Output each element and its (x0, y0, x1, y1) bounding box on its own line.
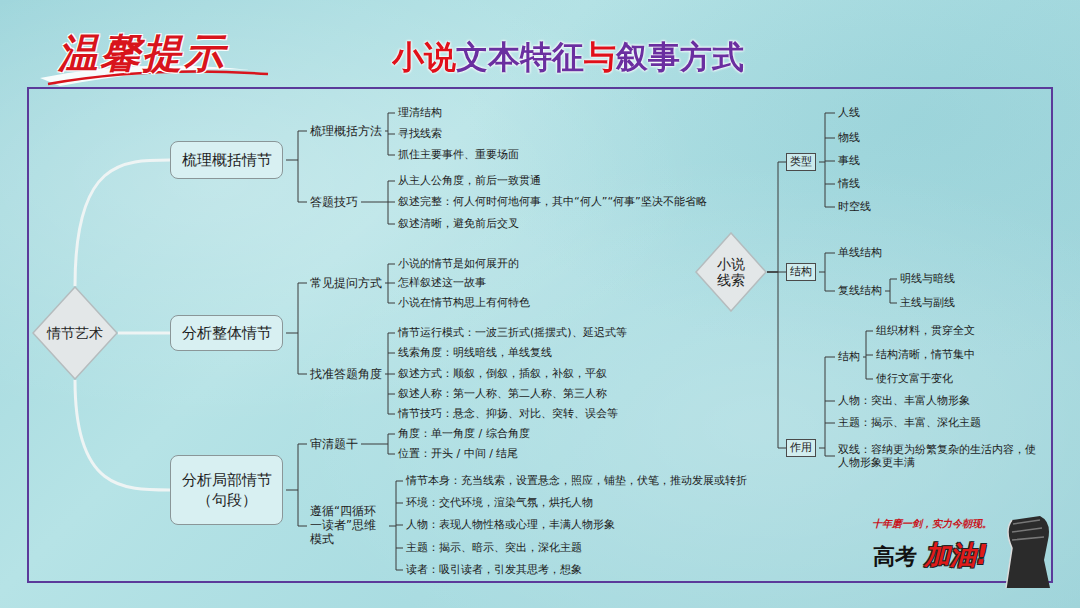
bracket-line (286, 444, 307, 526)
category-tag: 类型 (786, 153, 816, 171)
node-text-group: 分析整体情节 (182, 323, 272, 343)
bracket-line (885, 279, 897, 303)
bracket-line (361, 181, 395, 224)
branch-label: 从主人公角度，前后一致贯通 (398, 174, 541, 187)
branch-label: 主题：揭示、丰富、深化主题 (838, 416, 981, 429)
branch-label: 时空线 (838, 200, 871, 213)
branch-label: 结构清晰，情节集中 (876, 348, 975, 361)
decision-diamond: 小说 线索 (695, 232, 767, 312)
bracket-line (385, 333, 395, 414)
node-label: 分析整体情节 (182, 323, 272, 343)
category-tag: 结构 (786, 263, 816, 281)
branch-label: 单线结构 (838, 246, 882, 259)
branch-label: 线索角度：明线暗线，单线复线 (398, 346, 552, 359)
branch-label: 结构 (838, 350, 860, 363)
branch-label: 叙述人称：第一人称、第二人称、第三人称 (398, 387, 607, 400)
branch-label: 叙述方式：顺叙，倒叙，插叙，补叙，平叙 (398, 367, 607, 380)
branch-label: 读者：吸引读者，引发其思考，想象 (406, 563, 582, 576)
branch-label: 主题：揭示、暗示、突出，深化主题 (406, 541, 582, 554)
branch-label: 理清结构 (398, 106, 442, 119)
branch-label: 位置：开头 / 中间 / 结尾 (398, 447, 518, 460)
node-text-group: 梳理概括情节 (182, 150, 272, 170)
branch-label: 使行文富于变化 (876, 372, 953, 385)
branch-label: 主线与副线 (900, 296, 955, 309)
branch-label: 人物：表现人物性格或心理，丰满人物形象 (406, 518, 615, 531)
branch-label: 情节本身：充当线索，设置悬念，照应，铺垫，伏笔，推动发展或转折 (406, 474, 747, 487)
diamond-shape (696, 233, 766, 311)
bracket-line (286, 283, 307, 374)
branch-label: 复线结构 (838, 284, 882, 297)
branch-label: 物线 (838, 131, 860, 144)
connector (118, 332, 170, 335)
logo-text: 温馨提示 (58, 30, 226, 78)
node-label: 结构 (790, 265, 812, 279)
branch-label: 答题技巧 (310, 195, 358, 209)
branch-label: 小说在情节构思上有何特色 (398, 296, 530, 309)
branch-label: 遵循“四循环一读者”思维模式 (310, 505, 386, 546)
branch-label: 怎样叙述这一故事 (398, 276, 486, 289)
connector (767, 162, 786, 272)
node-text-group: 结构 (790, 265, 812, 279)
topic-box: 分析局部情节 （句段） (170, 455, 283, 525)
branch-label: 梳理概括方法 (310, 124, 382, 138)
branch-label: 环境：交代环境，渲染气氛，烘托人物 (406, 496, 593, 509)
branch-label: 抓住主要事件、重要场面 (398, 148, 519, 161)
bracket-line (361, 434, 395, 454)
branch-label: 叙述清晰，避免前后交叉 (398, 217, 519, 230)
node-text-group: 类型 (790, 155, 812, 169)
node-text-group: 分析局部情节 （句段） (177, 470, 276, 511)
node-text-group: 小说 线索 (716, 256, 747, 288)
category-tag: 作用 (786, 439, 816, 457)
bracket-line (819, 357, 835, 456)
topic-box: 分析整体情节 (170, 315, 283, 351)
bracket-line (863, 331, 873, 379)
branch-label: 事线 (838, 154, 860, 167)
topic-box: 梳理概括情节 (170, 141, 283, 179)
node-label: 梳理概括情节 (182, 150, 272, 170)
branch-label: 叙述完整：何人何时何地何事，其中“何人”“何事”坚决不能省略 (398, 195, 707, 208)
title-text: 小说文本特征与叙事方式 (392, 38, 744, 76)
branch-label: 情节运行模式：一波三折式(摇摆式)、延迟式等 (398, 326, 627, 339)
branch-label: 人线 (838, 106, 860, 119)
branch-label: 情节技巧：悬念、抑扬、对比、突转、误会等 (398, 407, 618, 420)
branch-label: 常见提问方式 (310, 276, 382, 290)
bracket-line (389, 481, 403, 570)
bracket-line (385, 264, 395, 303)
node-text-group: 作用 (790, 441, 812, 455)
branch-label: 双线：容纳更为纷繁复杂的生活内容，使人物形象更丰满 (838, 443, 1043, 469)
branch-label: 小说的情节是如何展开的 (398, 257, 519, 270)
branch-label: 明线与暗线 (900, 272, 955, 285)
bracket-line (819, 113, 835, 207)
diamond-shape (33, 287, 117, 379)
bracket-line (385, 113, 395, 155)
fist-illustration (1006, 516, 1050, 588)
bracket-line (286, 131, 307, 202)
branch-label: 寻找线索 (398, 127, 442, 140)
node-label: 作用 (790, 441, 812, 455)
node-label: 小说 线索 (716, 256, 747, 288)
node-text-group: 情节艺术 (47, 325, 103, 341)
branch-label: 角度：单一角度 / 综合角度 (398, 427, 530, 440)
branch-label: 组织材料，贯穿全文 (876, 324, 975, 337)
node-label: 分析局部情节 （句段） (177, 470, 276, 511)
connector (75, 160, 170, 286)
slogan-text: 加油! (924, 540, 988, 571)
branch-label: 找准答题角度 (310, 367, 382, 381)
slogan-text: 高考 (873, 544, 917, 570)
branch-label: 审清题干 (310, 437, 358, 451)
node-label: 情节艺术 (47, 325, 103, 341)
bracket-line (819, 253, 835, 291)
connector (75, 380, 170, 490)
node-label: 类型 (790, 155, 812, 169)
decision-diamond: 情节艺术 (32, 286, 118, 380)
motto-text: 十年磨一剑，实力今朝现。 (872, 518, 992, 530)
connector (767, 272, 786, 448)
branch-label: 人物：突出、丰富人物形象 (838, 394, 970, 407)
branch-label: 情线 (838, 177, 860, 190)
